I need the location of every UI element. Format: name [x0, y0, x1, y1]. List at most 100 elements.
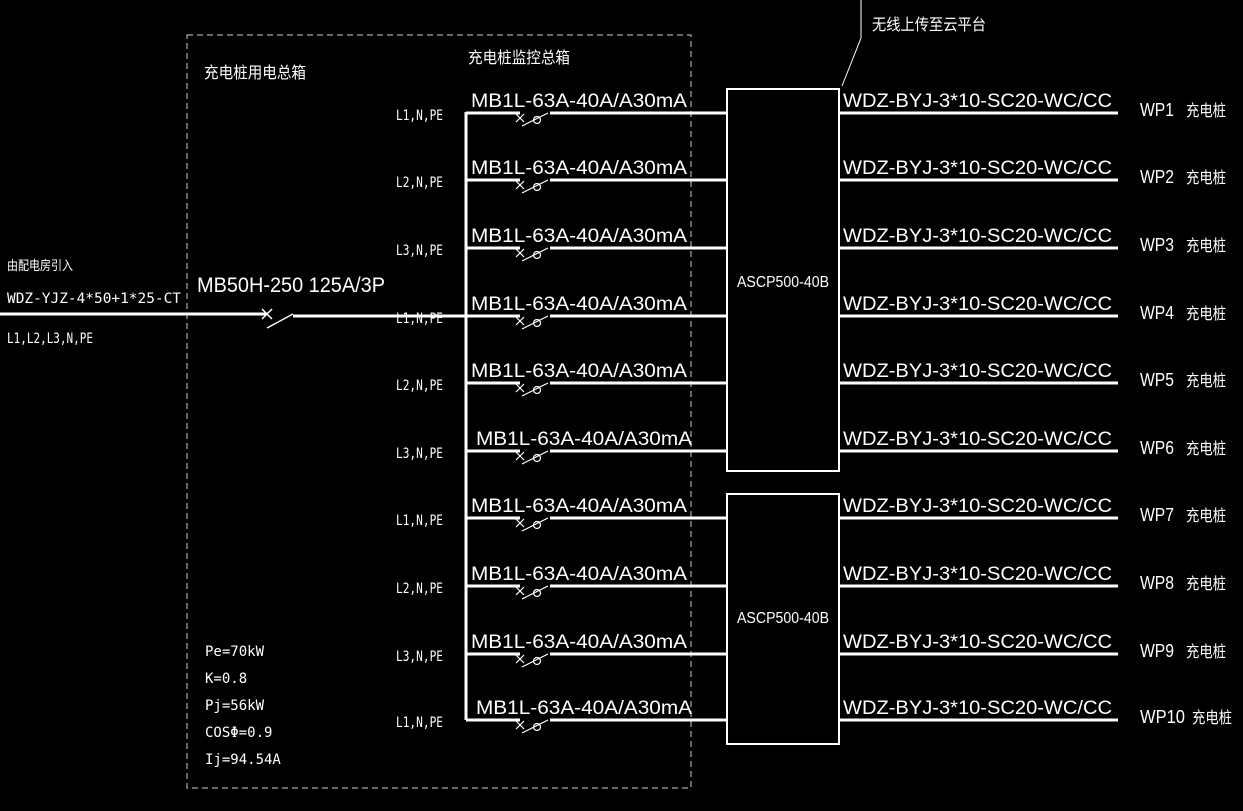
- monitor-unit-1: [726, 88, 840, 472]
- monitor-unit-1-label: ASCP500-40B: [737, 274, 829, 291]
- load-label: 充电桩: [1186, 642, 1226, 661]
- load-label: 充电桩: [1186, 101, 1226, 120]
- phase-label: L1,N,PE: [396, 715, 443, 731]
- main-breaker-label: MB50H-250 125A/3P: [197, 274, 385, 297]
- breaker-label: MB1L-63A-40A/A30mA: [471, 294, 687, 315]
- load-label: 充电桩: [1186, 506, 1226, 525]
- phase-label: L1,N,PE: [396, 513, 443, 529]
- circuit-id: WP8: [1140, 573, 1174, 593]
- breaker-cross-b: [515, 654, 525, 664]
- cable-label: WDZ-BYJ-3*10-SC20-WC/CC: [843, 429, 1112, 450]
- rcd-ring: [532, 115, 542, 125]
- circuit-row: L1,N,PE MB1L-63A-40A/A30mA WDZ-BYJ-3*10-SC…: [396, 698, 1232, 734]
- incoming-cable: WDZ-YJZ-4*50+1*25-CT: [7, 291, 182, 307]
- rcd-ring: [532, 588, 542, 598]
- load-label: 充电桩: [1186, 574, 1226, 593]
- circuit-id: WP2: [1140, 167, 1174, 187]
- load-label: 充电桩: [1186, 168, 1226, 187]
- circuit-id: WP4: [1140, 303, 1174, 323]
- incoming-phases: L1,L2,L3,N,PE: [7, 331, 93, 347]
- breaker-blade: [521, 517, 549, 532]
- main-breaker-blade: [266, 313, 294, 329]
- circuit-row: L3,N,PE MB1L-63A-40A/A30mA WDZ-BYJ-3*10-SC…: [396, 226, 1226, 262]
- main-box-outline: [186, 34, 692, 789]
- upload-note: 无线上传至云平台: [872, 15, 986, 34]
- breaker-cross-b: [515, 316, 525, 326]
- parameter-line: K=0.8: [205, 671, 247, 687]
- breaker-blade: [521, 179, 549, 194]
- parameter-line: COSΦ=0.9: [205, 725, 272, 741]
- breaker-blade: [521, 247, 549, 262]
- cable-label: WDZ-BYJ-3*10-SC20-WC/CC: [843, 564, 1112, 585]
- cable-label: WDZ-BYJ-3*10-SC20-WC/CC: [843, 698, 1112, 719]
- rcd-ring: [532, 318, 542, 328]
- circuit-row: L1,N,PE MB1L-63A-40A/A30mA WDZ-BYJ-3*10-SC…: [396, 294, 1226, 330]
- breaker-blade: [521, 382, 549, 397]
- circuit-id: WP10: [1140, 707, 1185, 727]
- main-breaker-cross-b: [261, 308, 273, 320]
- breaker-blade: [521, 112, 549, 127]
- phase-label: L1,N,PE: [396, 311, 443, 327]
- load-label: 充电桩: [1186, 236, 1226, 255]
- phase-label: L3,N,PE: [396, 243, 443, 259]
- breaker-cross-b: [515, 248, 525, 258]
- breaker-cross-b: [515, 586, 525, 596]
- upload-leader-line: [841, 0, 862, 87]
- rcd-ring: [532, 182, 542, 192]
- breaker-cross-b: [515, 451, 525, 461]
- parameter-line: Ij=94.54A: [205, 752, 281, 768]
- rcd-ring: [532, 722, 542, 732]
- cable-label: WDZ-BYJ-3*10-SC20-WC/CC: [843, 496, 1112, 517]
- rcd-ring: [532, 656, 542, 666]
- circuit-row: L2,N,PE MB1L-63A-40A/A30mA WDZ-BYJ-3*10-SC…: [396, 361, 1226, 397]
- phase-label: L3,N,PE: [396, 649, 443, 665]
- circuit-rows: L1,N,PE MB1L-63A-40A/A30mA WDZ-BYJ-3*10-SC…: [396, 91, 1232, 734]
- breaker-blade: [521, 585, 549, 600]
- circuit-row: L3,N,PE MB1L-63A-40A/A30mA WDZ-BYJ-3*10-SC…: [396, 429, 1226, 465]
- phase-label: L3,N,PE: [396, 446, 443, 462]
- load-label: 充电桩: [1186, 439, 1226, 458]
- circuit-id: WP5: [1140, 370, 1174, 390]
- breaker-blade: [521, 450, 549, 465]
- circuit-id: WP3: [1140, 235, 1174, 255]
- load-label: 充电桩: [1186, 371, 1226, 390]
- breaker-cross-b: [515, 180, 525, 190]
- circuit-id: WP6: [1140, 438, 1174, 458]
- cable-label: WDZ-BYJ-3*10-SC20-WC/CC: [843, 361, 1112, 382]
- cable-label: WDZ-BYJ-3*10-SC20-WC/CC: [843, 91, 1112, 112]
- breaker-label: MB1L-63A-40A/A30mA: [471, 632, 687, 653]
- breaker-label: MB1L-63A-40A/A30mA: [471, 158, 687, 179]
- breaker-label: MB1L-63A-40A/A30mA: [471, 91, 687, 112]
- breaker-label: MB1L-63A-40A/A30mA: [471, 226, 687, 247]
- main-box-title: 充电桩用电总箱: [204, 63, 306, 82]
- monitor-unit-2: [726, 493, 840, 745]
- circuit-id: WP9: [1140, 641, 1174, 661]
- parameter-line: Pj=56kW: [205, 698, 265, 714]
- circuit-id: WP7: [1140, 505, 1174, 525]
- circuit-id: WP1: [1140, 100, 1174, 120]
- cable-label: WDZ-BYJ-3*10-SC20-WC/CC: [843, 294, 1112, 315]
- breaker-label: MB1L-63A-40A/A30mA: [476, 429, 692, 450]
- breaker-cross-b: [515, 518, 525, 528]
- load-label: 充电桩: [1186, 304, 1226, 323]
- rcd-ring: [532, 250, 542, 260]
- phase-label: L2,N,PE: [396, 378, 443, 394]
- incoming-source: 由配电房引入: [7, 258, 73, 274]
- breaker-label: MB1L-63A-40A/A30mA: [471, 361, 687, 382]
- cable-label: WDZ-BYJ-3*10-SC20-WC/CC: [843, 226, 1112, 247]
- parameter-line: Pe=70kW: [205, 644, 265, 660]
- breaker-label: MB1L-63A-40A/A30mA: [476, 698, 692, 719]
- rcd-ring: [532, 385, 542, 395]
- phase-label: L2,N,PE: [396, 175, 443, 191]
- load-label: 充电桩: [1192, 708, 1232, 727]
- rcd-ring: [532, 520, 542, 530]
- monitor-unit-2-label: ASCP500-40B: [737, 610, 829, 627]
- phase-label: L2,N,PE: [396, 581, 443, 597]
- breaker-cross-b: [515, 720, 525, 730]
- load-parameters: Pe=70kW K=0.8Pj=56kW COSΦ=0.9Ij=94.54A: [205, 644, 281, 768]
